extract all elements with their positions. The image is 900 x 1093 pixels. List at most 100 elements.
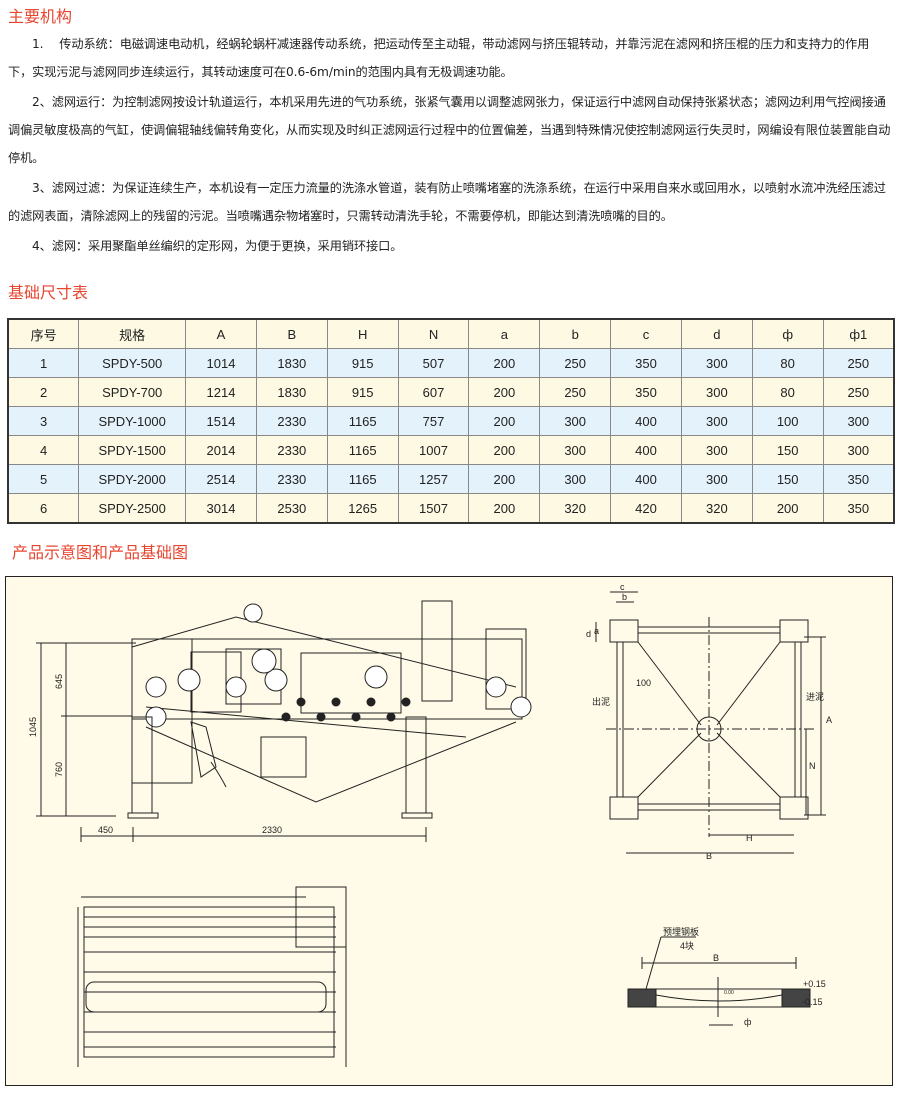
- table-cell: 915: [326, 377, 399, 407]
- table-cell: 2014: [185, 435, 257, 465]
- paragraph-screen-filtering: 3、滤网过滤：为保证连续生产，本机设有一定压力流量的洗涤水管道，装有防止喷嘴堵塞…: [8, 181, 886, 223]
- table-cell: SPDY-1500: [78, 435, 187, 465]
- paragraph-filter-screen: 4、滤网：采用聚酯单丝编织的定形网，为便于更换，采用销环接口。: [32, 239, 403, 253]
- dim-760: 760: [54, 762, 64, 777]
- label-outlet: 出泥: [592, 696, 610, 707]
- label-A: A: [826, 715, 832, 725]
- table-cell: 2330: [255, 435, 328, 465]
- label-phi: ф: [744, 1017, 752, 1027]
- table-cell: 400: [610, 406, 682, 436]
- section-title-diagrams: 产品示意图和产品基础图: [12, 543, 189, 562]
- table-cell: 2330: [255, 464, 328, 494]
- table-cell: 1007: [397, 435, 470, 465]
- table-cell: SPDY-700: [78, 377, 187, 407]
- table-cell: 250: [822, 348, 895, 378]
- table-cell: 1265: [326, 493, 399, 524]
- table-cell: 1830: [255, 348, 328, 378]
- label-N: N: [809, 761, 816, 771]
- table-cell: 2: [7, 377, 80, 407]
- table-cell: 200: [468, 348, 541, 378]
- table-cell: 757: [397, 406, 470, 436]
- diagram-panel: 1045 645 760 450 2330 c b a d 100 出泥 进泥 …: [5, 576, 893, 1086]
- table-cell: 1: [7, 348, 80, 378]
- table-cell: SPDY-2000: [78, 464, 187, 494]
- table-cell: 300: [822, 406, 895, 436]
- table-cell: 250: [539, 377, 612, 407]
- label-a: a: [594, 626, 599, 636]
- table-cell: 200: [468, 377, 541, 407]
- table-cell: 1165: [326, 464, 399, 494]
- table-cell: 320: [539, 493, 612, 524]
- table-cell: 300: [680, 464, 753, 494]
- column-header: d: [680, 318, 753, 349]
- label-c: c: [620, 582, 625, 592]
- table-cell: 150: [751, 464, 824, 494]
- table-cell: 200: [468, 435, 541, 465]
- table-cell: 150: [751, 435, 824, 465]
- label-zero: 0.00: [724, 990, 734, 996]
- table-cell: 350: [610, 348, 682, 378]
- label-100: 100: [636, 678, 651, 688]
- table-cell: 300: [539, 464, 612, 494]
- section-view-drawing: [627, 936, 811, 1026]
- table-cell: 607: [397, 377, 470, 407]
- top-view-drawing: [77, 886, 347, 1067]
- table-cell: 1514: [185, 406, 257, 436]
- label-d: d: [586, 629, 591, 639]
- table-cell: 1257: [397, 464, 470, 494]
- table-cell: 400: [610, 464, 682, 494]
- table-cell: 350: [822, 464, 895, 494]
- table-cell: 400: [610, 435, 682, 465]
- table-cell: 350: [610, 377, 682, 407]
- table-cell: 915: [326, 348, 399, 378]
- table-cell: 80: [751, 348, 824, 378]
- table-cell: 420: [610, 493, 682, 524]
- table-cell: 4: [7, 435, 80, 465]
- table-cell: SPDY-500: [78, 348, 187, 378]
- table-cell: 300: [539, 406, 612, 436]
- column-header: c: [610, 318, 682, 349]
- column-header: B: [255, 318, 328, 349]
- column-header: ф1: [822, 318, 895, 349]
- column-header: N: [397, 318, 470, 349]
- paragraph-drive-system: 1. 传动系统：电磁调速电动机，经蜗轮蜗杆减速器传动系统，把运动传至主动辊，带动…: [8, 37, 870, 79]
- label-b: b: [622, 592, 627, 602]
- table-cell: 80: [751, 377, 824, 407]
- label-plus-0-15: +0.15: [803, 979, 826, 989]
- table-cell: 2514: [185, 464, 257, 494]
- table-cell: 200: [751, 493, 824, 524]
- foundation-plan-drawing: [595, 591, 826, 854]
- table-cell: 2330: [255, 406, 328, 436]
- column-header: a: [468, 318, 541, 349]
- table-cell: 200: [468, 406, 541, 436]
- label-inlet: 进泥: [806, 692, 824, 702]
- table-cell: 300: [680, 406, 753, 436]
- dim-1045: 1045: [28, 717, 38, 737]
- table-cell: 250: [539, 348, 612, 378]
- table-cell: 1830: [255, 377, 328, 407]
- paragraph-screen-running: 2、滤网运行：为控制滤网按设计轨道运行，本机采用先进的气功系统，张紧气囊用以调整…: [8, 95, 891, 165]
- column-header: ф: [751, 318, 824, 349]
- table-cell: 2530: [255, 493, 328, 524]
- table-cell: 300: [680, 348, 753, 378]
- column-header: 序号: [7, 318, 80, 349]
- label-H: H: [746, 833, 753, 843]
- table-cell: 300: [680, 435, 753, 465]
- table-cell: 300: [539, 435, 612, 465]
- table-cell: 300: [822, 435, 895, 465]
- column-header: A: [185, 318, 257, 349]
- dim-2330: 2330: [262, 825, 282, 835]
- dim-645: 645: [54, 674, 64, 689]
- column-header: 规格: [78, 318, 187, 349]
- table-cell: 1014: [185, 348, 257, 378]
- label-section-B: B: [713, 953, 719, 963]
- table-cell: 1165: [326, 406, 399, 436]
- column-header: b: [539, 318, 612, 349]
- table-cell: 350: [822, 493, 895, 524]
